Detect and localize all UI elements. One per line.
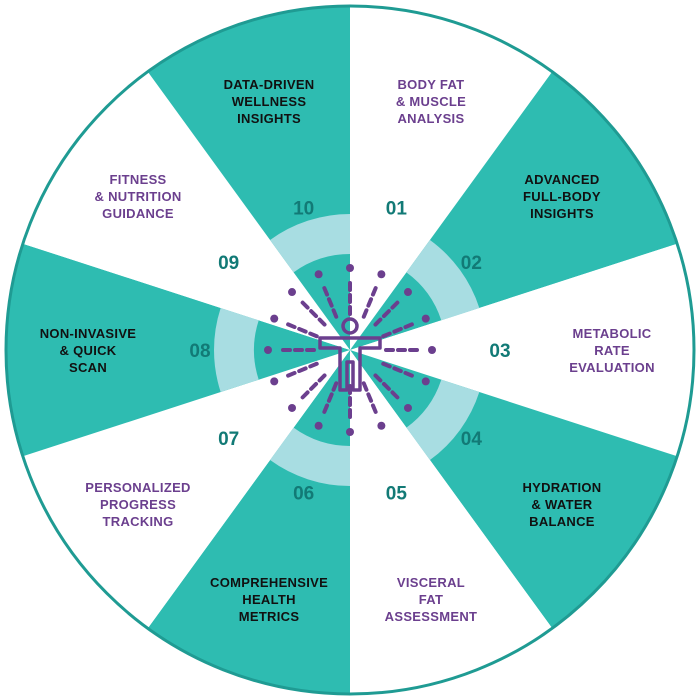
ray-dot	[288, 403, 297, 412]
ray-line	[321, 285, 339, 319]
segment-label-line: FAT	[419, 592, 444, 607]
segment-label-line: SCAN	[69, 360, 107, 375]
ray-dot	[270, 377, 279, 386]
ray-line	[361, 285, 379, 319]
segment-label-line: FULL-BODY	[523, 189, 601, 204]
segment-07	[22, 350, 351, 629]
segment-number-10: 10	[293, 198, 314, 219]
segment-label-line: HEALTH	[242, 592, 296, 607]
segment-label-line: EVALUATION	[569, 360, 655, 375]
segment-label-line: & QUICK	[60, 343, 117, 358]
segment-label-06: COMPREHENSIVE HEALTH METRICS	[210, 575, 328, 624]
segment-label-line: & WATER	[531, 497, 592, 512]
person-body	[318, 336, 382, 392]
segment-label-line: PERSONALIZED	[85, 480, 190, 495]
segment-label-line: METABOLIC	[572, 326, 651, 341]
segment-label-07: PERSONALIZED PROGRESS TRACKING	[85, 480, 190, 529]
number-band-08	[214, 307, 259, 393]
ray-dot	[270, 314, 279, 323]
segment-number-01: 01	[386, 198, 408, 219]
ray-line	[285, 361, 319, 379]
segment-label-line: ADVANCED	[524, 172, 599, 187]
ray-line	[373, 373, 401, 401]
number-arcs-layer	[214, 214, 480, 486]
segment-number-09: 09	[218, 253, 239, 274]
person-with-radiating-dots-icon	[264, 264, 436, 436]
ray-dot	[314, 421, 323, 430]
segment-number-05: 05	[386, 484, 408, 505]
segment-label-line: TRACKING	[103, 514, 174, 529]
segment-label-line: DATA-DRIVEN	[224, 77, 315, 92]
segment-label-line: INSIGHTS	[237, 111, 301, 126]
segment-label-line: BODY FAT	[397, 77, 464, 92]
segment-label-line: RATE	[594, 343, 630, 358]
ray-dot	[421, 314, 430, 323]
person-head	[341, 317, 359, 335]
ray-dot	[346, 428, 354, 436]
segment-label-line: BALANCE	[529, 514, 595, 529]
ray-dot	[314, 270, 323, 279]
segment-label-line: & NUTRITION	[94, 189, 181, 204]
ray-dot	[264, 346, 272, 354]
segment-label-line: INSIGHTS	[530, 206, 594, 221]
ray-dot	[288, 288, 297, 297]
ray-dot	[377, 270, 386, 279]
segment-label-line: COMPREHENSIVE	[210, 575, 328, 590]
segment-label-line: NON-INVASIVE	[40, 326, 137, 341]
segment-03	[350, 243, 694, 457]
number-band-06	[270, 427, 350, 486]
segment-05	[350, 350, 553, 694]
segment-01	[350, 6, 553, 350]
segment-label-04: HYDRATION & WATER BALANCE	[522, 480, 601, 529]
ray-line	[373, 299, 401, 327]
number-band-02	[406, 239, 480, 321]
ray-dot	[377, 421, 386, 430]
ray-line	[299, 373, 327, 401]
segment-label-line: GUIDANCE	[102, 206, 174, 221]
segment-label-line: VISCERAL	[397, 575, 465, 590]
ray-line	[381, 321, 415, 339]
ray-line	[321, 381, 339, 415]
segment-label-line: ANALYSIS	[397, 111, 464, 126]
labels-layer: BODY FAT & MUSCLE ANALYSIS ADVANCED FULL-BOD…	[40, 77, 655, 624]
segment-label-10: DATA-DRIVEN WELLNESS INSIGHTS	[224, 77, 315, 126]
segment-label-line: ASSESSMENT	[385, 609, 478, 624]
segment-label-line: FITNESS	[110, 172, 167, 187]
ray-dot	[421, 377, 430, 386]
segment-label-09: FITNESS & NUTRITION GUIDANCE	[94, 172, 181, 221]
segment-label-08: NON-INVASIVE & QUICK SCAN	[40, 326, 137, 375]
number-band-10	[270, 214, 350, 273]
segment-number-08: 08	[189, 341, 210, 362]
segment-label-03: METABOLIC RATE EVALUATION	[569, 326, 655, 375]
segment-number-07: 07	[218, 429, 239, 450]
segment-number-03: 03	[489, 341, 510, 362]
ray-line	[361, 381, 379, 415]
segment-number-06: 06	[293, 484, 314, 505]
ray-line	[381, 361, 415, 379]
segment-label-line: HYDRATION	[522, 480, 601, 495]
number-band-04	[406, 379, 480, 461]
segment-label-line: METRICS	[239, 609, 300, 624]
segment-label-line: PROGRESS	[100, 497, 176, 512]
segment-09	[22, 71, 351, 350]
numbers-layer: 01 02 03 04 05 06 07 08 09 10	[189, 198, 510, 504]
ray-line	[299, 299, 327, 327]
segment-number-02: 02	[461, 253, 482, 274]
ray-dot	[346, 264, 354, 272]
ray-dot	[403, 288, 412, 297]
outer-ring	[4, 4, 696, 696]
ray-line	[285, 321, 319, 339]
segment-label-line: WELLNESS	[232, 94, 307, 109]
ray-dot	[403, 403, 412, 412]
segment-label-01: BODY FAT & MUSCLE ANALYSIS	[396, 77, 466, 126]
segment-label-line: & MUSCLE	[396, 94, 466, 109]
segment-label-05: VISCERAL FAT ASSESSMENT	[385, 575, 478, 624]
segment-number-04: 04	[461, 429, 483, 450]
segment-08	[5, 243, 350, 457]
segment-label-02: ADVANCED FULL-BODY INSIGHTS	[523, 172, 601, 221]
ray-dot	[428, 346, 436, 354]
